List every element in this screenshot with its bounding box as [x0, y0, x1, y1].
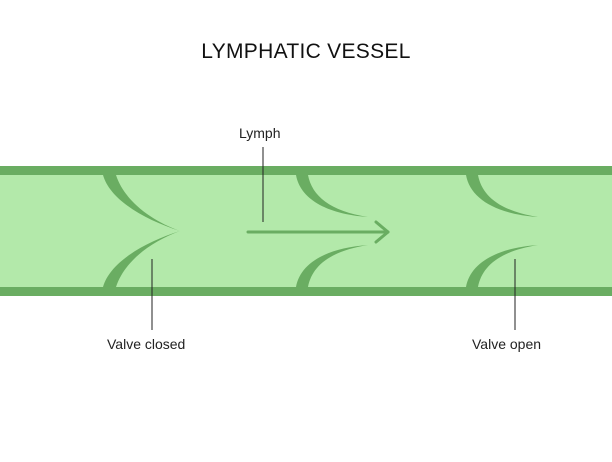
valve-open-label: Valve open — [472, 336, 542, 352]
valve-open — [466, 175, 538, 287]
vessel-wall-top — [0, 166, 612, 175]
leader-lines — [151, 147, 516, 330]
valve-closed-label: Valve closed — [107, 336, 186, 352]
vessel-wall-bottom — [0, 287, 612, 296]
valve-middle-lower-leaflet — [296, 245, 368, 287]
valve-open-upper-leaflet — [466, 175, 538, 217]
lymph-label: Lymph — [239, 125, 281, 141]
valve-middle-open — [296, 175, 368, 287]
lymph-flow-arrow — [246, 220, 390, 244]
valve-closed-lower-leaflet — [103, 231, 180, 287]
valve-closed — [103, 175, 180, 287]
valve-middle-upper-leaflet — [296, 175, 368, 217]
valve-open-lower-leaflet — [466, 245, 538, 287]
valve-closed-upper-leaflet — [103, 175, 180, 231]
diagram-title: LYMPHATIC VESSEL — [201, 40, 411, 63]
